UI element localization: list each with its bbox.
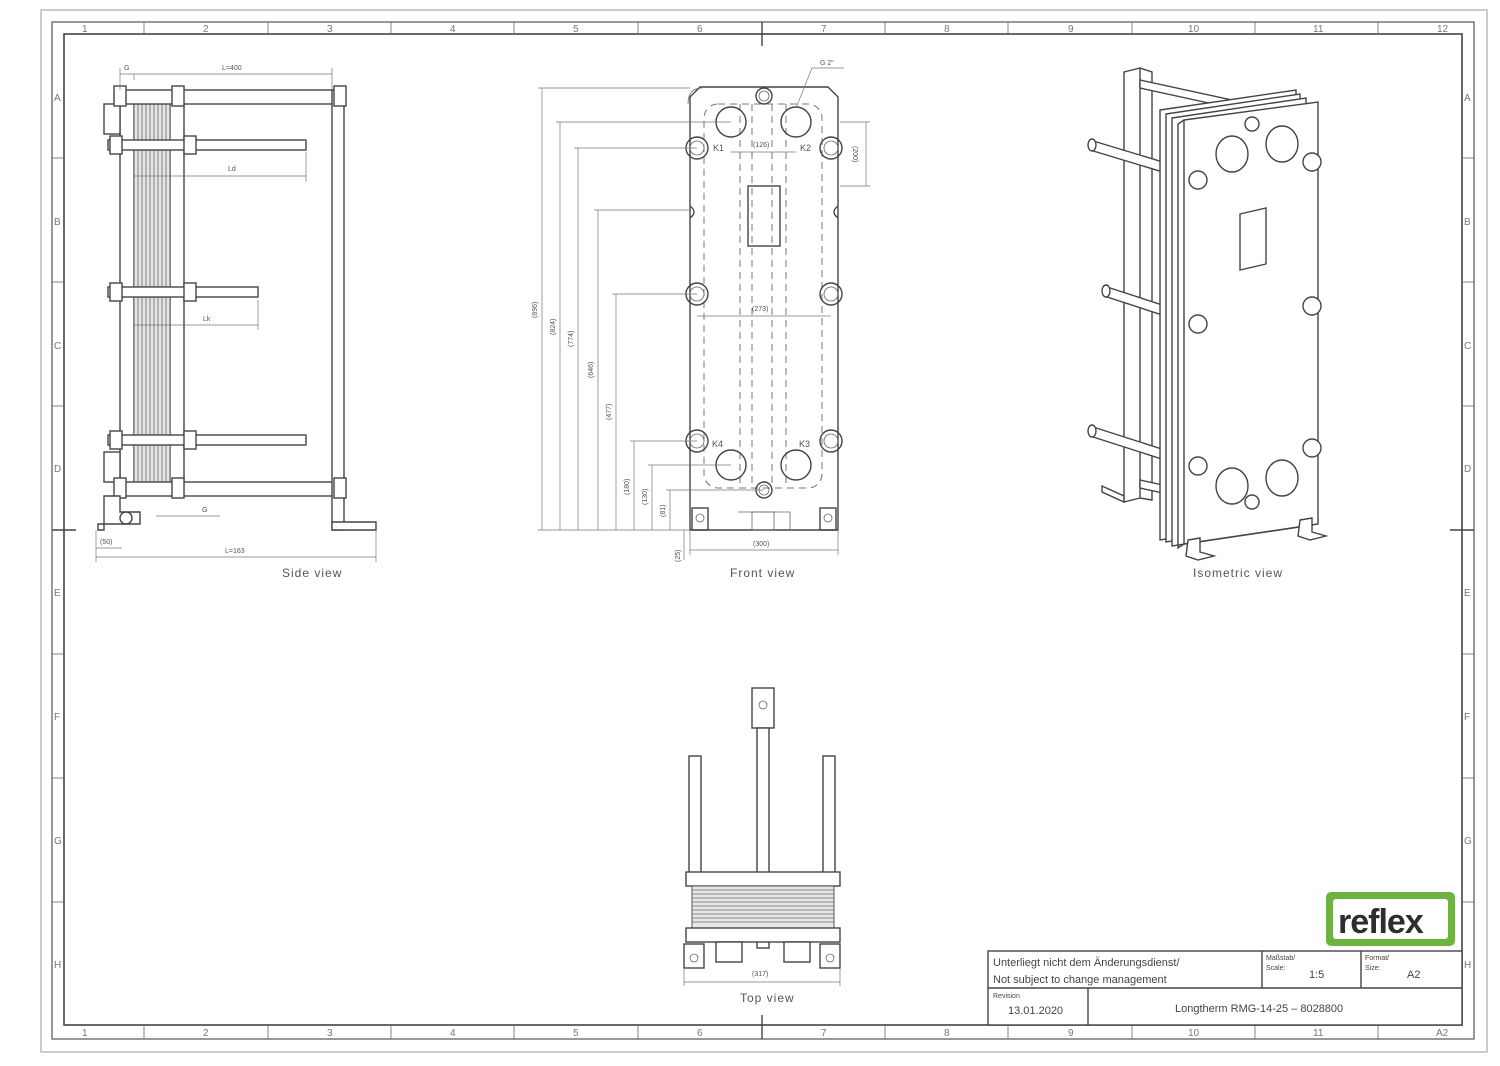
row-label-left: D (54, 464, 61, 475)
dim-g-top: G (124, 65, 129, 72)
scale-value: 1:5 (1309, 969, 1324, 981)
col-label-top: 5 (573, 24, 579, 35)
center-marks (52, 22, 1474, 1039)
col-label-bottom: 7 (821, 1028, 827, 1039)
front-view: K1 K2 K4 K3 G 2" (126) (200) (273) (300) (532, 60, 870, 580)
col-label-bottom: 11 (1313, 1028, 1324, 1039)
front-view-label: Front view (730, 566, 795, 580)
col-label-top: 2 (203, 24, 209, 35)
dim-774: (774) (568, 331, 575, 347)
dim-126: (126) (753, 142, 769, 149)
row-label-right: B (1464, 217, 1471, 228)
dim-300: (300) (753, 541, 769, 548)
row-label-left: C (54, 341, 61, 352)
logo-text: reflex (1338, 903, 1424, 941)
col-label-top: 6 (697, 24, 703, 35)
col-label-top: 9 (1068, 24, 1074, 35)
dim-81: (81) (660, 505, 667, 517)
dim-50: (50) (100, 539, 112, 546)
dim-273: (273) (752, 306, 768, 313)
drawing-title: Longtherm RMG-14-25 – 8028800 (1175, 1003, 1343, 1015)
format-label-de: Format/ (1365, 955, 1389, 962)
dim-200: (200) (851, 146, 858, 162)
scale-label-de: Maßstab/ (1266, 955, 1295, 962)
col-label-top: 11 (1313, 24, 1324, 35)
note-de: Unterliegt nicht dem Änderungsdienst/ (993, 957, 1180, 969)
grid-ticks (52, 22, 1474, 1039)
format-value: A2 (1407, 969, 1420, 981)
side-view-label: Side view (282, 566, 342, 580)
col-label-bottom: A2 (1436, 1028, 1449, 1039)
col-label-bottom: 3 (327, 1028, 333, 1039)
row-label-right: C (1464, 341, 1471, 352)
col-label-bottom: 6 (697, 1028, 703, 1039)
col-label-top: 1 (82, 24, 88, 35)
col-label-top: 8 (944, 24, 950, 35)
col-label-bottom: 1 (82, 1028, 88, 1039)
dim-l163: L=163 (225, 548, 245, 555)
top-plate-pack (691, 885, 835, 929)
row-label-left: B (54, 217, 61, 228)
format-label-en: Size: (1365, 965, 1381, 972)
isometric-view-label: Isometric view (1193, 566, 1283, 580)
reflex-logo: reflex (1326, 892, 1455, 946)
col-label-bottom: 5 (573, 1028, 579, 1039)
col-label-bottom: 10 (1188, 1028, 1200, 1039)
port-k1-label: K1 (713, 143, 724, 153)
title-block: Unterliegt nicht dem Änderungsdienst/ No… (987, 950, 1463, 1026)
note-en: Not subject to change management (993, 974, 1167, 986)
dim-180: (180) (624, 479, 631, 495)
col-label-top: 12 (1437, 24, 1449, 35)
dim-l400: L=400 (222, 65, 242, 72)
scale-label-en: Scale: (1266, 965, 1286, 972)
col-label-bottom: 4 (450, 1028, 456, 1039)
revision-label: Revision (993, 993, 1020, 1000)
dim-896: (896) (532, 302, 539, 318)
dim-646: (646) (588, 362, 595, 378)
col-label-bottom: 8 (944, 1028, 950, 1039)
dim-lk: Lk (203, 316, 211, 323)
port-k2-label: K2 (800, 143, 811, 153)
row-label-right: D (1464, 464, 1471, 475)
port-k4-label: K4 (712, 439, 723, 449)
port-k3-label: K3 (799, 439, 810, 449)
dim-130: (130) (642, 489, 649, 505)
row-label-right: F (1464, 712, 1470, 723)
top-view: (317) Top view (683, 687, 841, 1005)
col-label-top: 4 (450, 24, 456, 35)
revision-date: 13.01.2020 (1008, 1005, 1063, 1017)
col-label-top: 10 (1188, 24, 1200, 35)
dim-824: (824) (550, 319, 557, 335)
grid-labels: 1 2 3 4 5 6 7 8 9 10 11 12 1 2 3 4 5 6 7… (54, 24, 1472, 1039)
row-label-right: A (1464, 93, 1471, 104)
col-label-top: 7 (821, 24, 827, 35)
isometric-view: Isometric view (1087, 67, 1329, 580)
row-label-left: E (54, 588, 61, 599)
dim-25: (25) (675, 550, 682, 562)
outer-frame (40, 9, 1488, 1053)
row-label-right: E (1464, 588, 1471, 599)
col-label-bottom: 2 (203, 1028, 209, 1039)
row-label-left: H (54, 960, 61, 971)
row-label-left: G (54, 836, 62, 847)
col-label-top: 3 (327, 24, 333, 35)
side-view: G L=400 Ld Lk G (50) L=163 Side view (95, 65, 377, 580)
top-view-label: Top view (740, 991, 795, 1005)
row-label-left: F (54, 712, 60, 723)
dim-477: (477) (606, 404, 613, 420)
dim-g-bottom: G (202, 507, 207, 514)
thread-callout: G 2" (820, 60, 834, 67)
row-label-right: G (1464, 836, 1472, 847)
port-k2-circle (780, 106, 812, 138)
row-label-left: A (54, 93, 61, 104)
row-label-right: H (1464, 960, 1471, 971)
dim-ld: Ld (228, 166, 236, 173)
col-label-bottom: 9 (1068, 1028, 1074, 1039)
dim-317: (317) (752, 971, 768, 978)
port-k3-circle (780, 449, 812, 481)
